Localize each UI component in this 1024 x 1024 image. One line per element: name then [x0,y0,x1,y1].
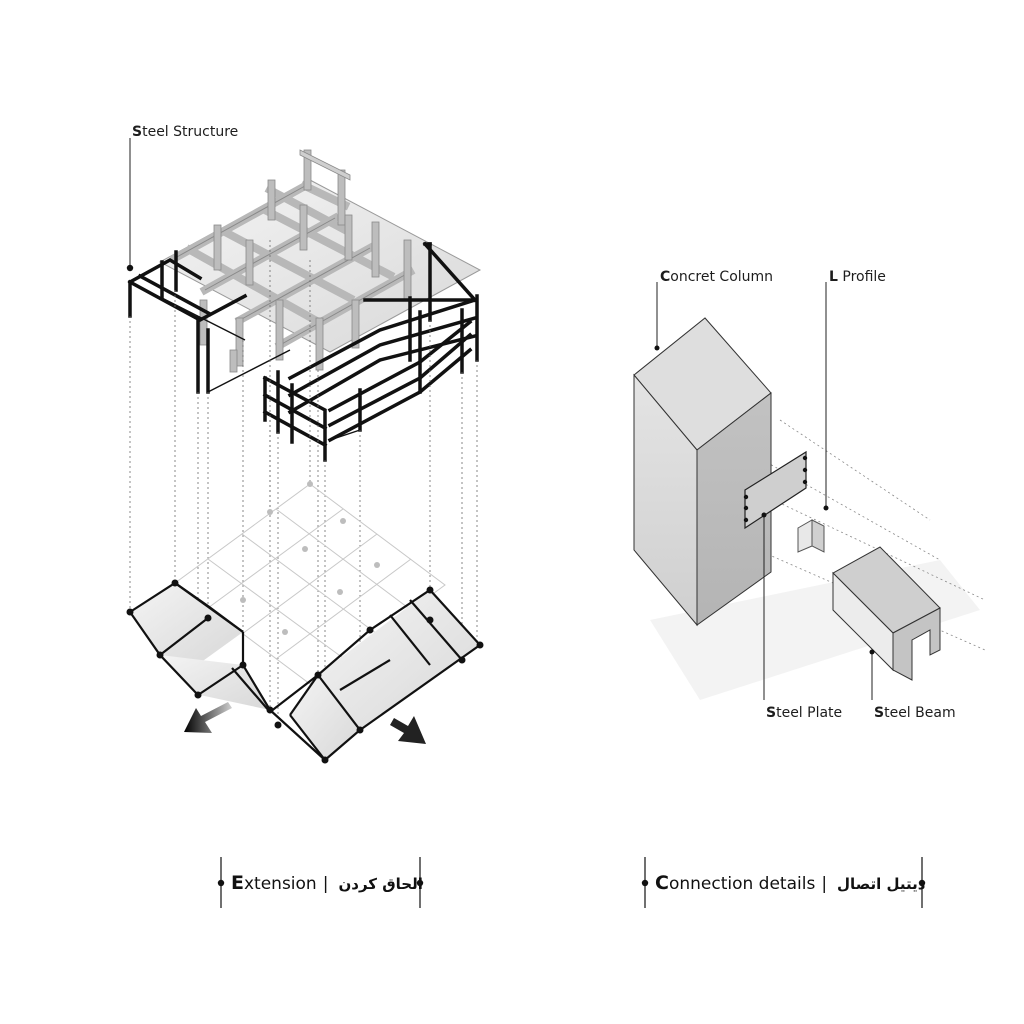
grey-columns [199,149,412,373]
caption-connection-details: Connection details|دیتیل اتصال [655,872,926,894]
extension-arrow-right [390,716,426,744]
label-steel-beam: Steel Beam [874,705,956,721]
projection-lines [129,240,478,760]
steel-plate-shape [744,450,807,530]
label-steel-plate: Steel Plate [766,705,843,721]
floor-plan [126,481,484,764]
steel-structure-3d [127,149,482,462]
caption-extension: Extension|الحاق کردن [231,872,423,894]
label-l-profile: L Profile [829,269,886,285]
extension-arrow-left [184,702,232,733]
concrete-column-side [696,391,772,626]
label-steel-structure: Steel Structure [132,124,239,140]
connection-detail [633,317,986,700]
leaders-right [656,282,873,700]
black-steel-frame [127,241,479,462]
l-profile-shape [797,519,825,553]
label-concrete-column: Concret Column [660,269,774,285]
